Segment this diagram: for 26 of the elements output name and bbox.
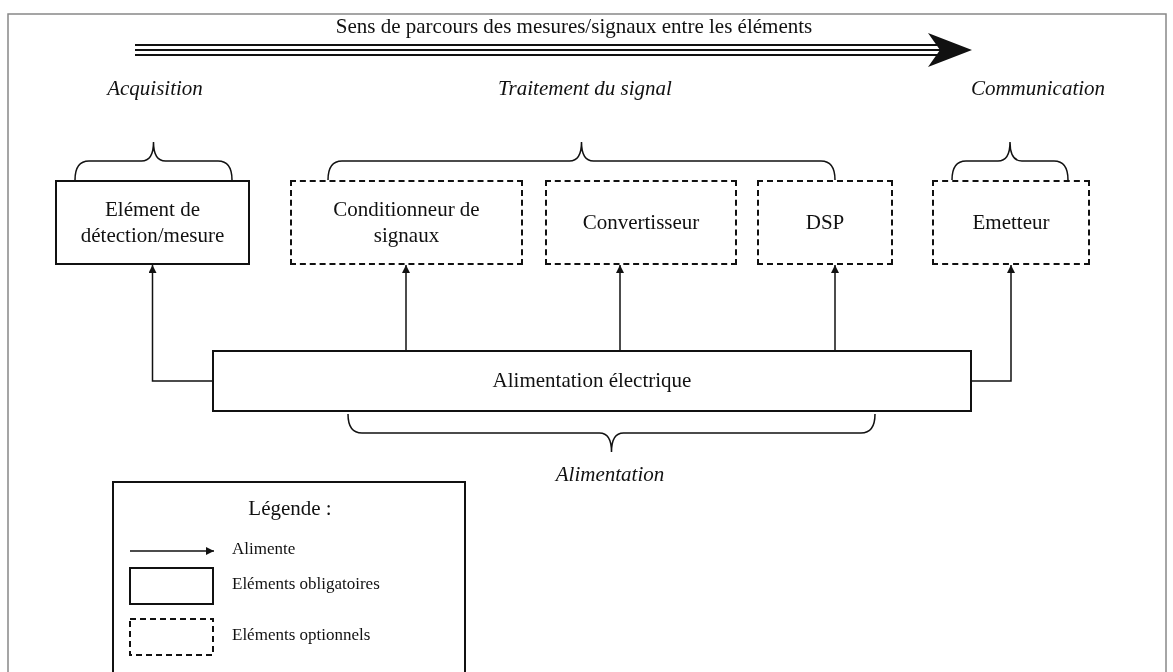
element-label: Conditionneur de signaux bbox=[332, 197, 481, 248]
optional-element-box bbox=[290, 180, 523, 265]
element-label: DSP bbox=[805, 209, 845, 236]
element-label: Elément de détection/mesure bbox=[79, 197, 226, 248]
optional-element-box bbox=[545, 180, 737, 265]
arrow bbox=[402, 264, 410, 351]
group-label: Acquisition bbox=[107, 76, 203, 101]
element-label: Alimentation électrique bbox=[492, 368, 692, 394]
arrow bbox=[971, 264, 1015, 382]
arrow bbox=[831, 264, 839, 351]
arrow bbox=[148, 264, 213, 382]
legend-label: Eléments obligatoires bbox=[232, 574, 380, 594]
legend-label: Alimente bbox=[232, 539, 296, 559]
group-label: Traitement du signal bbox=[498, 76, 672, 101]
element-label: Convertisseur bbox=[582, 209, 700, 236]
legend-label: Eléments optionnels bbox=[232, 625, 371, 645]
group-label: Communication bbox=[970, 76, 1106, 101]
optional-element-box bbox=[932, 180, 1090, 265]
arrow bbox=[616, 264, 624, 351]
mandatory-element-box bbox=[55, 180, 250, 265]
element-label: Emetteur bbox=[972, 209, 1050, 236]
mandatory-element-box bbox=[212, 350, 972, 412]
optional-element-box bbox=[757, 180, 893, 265]
group-label: Alimentation bbox=[555, 462, 665, 487]
direction-label: Sens de parcours des mesures/signaux entre les éléments bbox=[335, 14, 813, 39]
legend-title: Légende : bbox=[248, 496, 332, 521]
